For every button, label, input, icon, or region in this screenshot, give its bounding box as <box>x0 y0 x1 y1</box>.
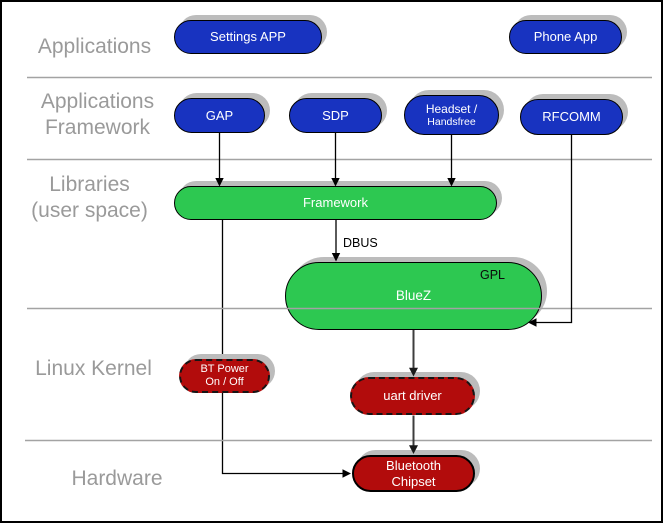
node-label: BlueZ <box>395 287 432 303</box>
edge-framework-to-chipset <box>221 220 343 475</box>
node-label: Bluetooth <box>386 457 441 473</box>
node-label: GAP <box>205 107 234 123</box>
row-label-text: Libraries <box>49 173 130 196</box>
node-bluez: BlueZ GPL <box>285 262 542 330</box>
node-label: uart driver <box>383 388 442 404</box>
row-label-linux-kernel: Linux Kernel <box>20 356 167 382</box>
node-label: Phone App <box>533 29 598 45</box>
row-label-hardware: Hardware <box>42 466 192 492</box>
node-label: BT Power <box>200 362 249 375</box>
row-label-text: Framework <box>44 116 150 139</box>
node-label: Handsfree <box>427 115 476 128</box>
row-label-text: (user space) <box>31 199 148 222</box>
row-label-text: Applications <box>37 35 152 58</box>
node-label: RFCOMM <box>542 109 601 125</box>
row-label-libraries: Libraries (user space) <box>12 172 167 224</box>
node-settings-app: Settings APP <box>174 20 322 54</box>
node-label: Chipset <box>391 473 436 489</box>
gpl-badge: GPL <box>479 268 505 282</box>
node-phone-app: Phone App <box>509 20 622 54</box>
node-sdp: SDP <box>289 98 382 133</box>
node-rfcomm: RFCOMM <box>520 99 623 135</box>
node-label: On / Off <box>205 376 244 388</box>
arrowhead-into-chipset <box>342 469 351 478</box>
node-bluetooth-chipset: Bluetooth Chipset <box>352 455 475 492</box>
node-uart-driver: uart driver <box>350 377 475 415</box>
row-label-applications-framework: Applications Framework <box>20 89 175 141</box>
row-label-text: Linux Kernel <box>35 357 152 380</box>
node-headset-handsfree: Headset / Handsfree <box>404 95 499 135</box>
node-label: SDP <box>322 107 349 123</box>
node-bt-power: BT Power On / Off <box>179 359 270 393</box>
node-label: Settings APP <box>210 29 286 45</box>
node-gap: GAP <box>174 98 265 133</box>
row-label-text: Hardware <box>71 467 163 490</box>
row-label-applications: Applications <box>22 34 167 60</box>
row-label-text: Applications <box>40 90 155 113</box>
node-label: Framework <box>302 195 368 211</box>
node-label: Headset / <box>425 101 478 116</box>
node-framework: Framework <box>174 186 497 220</box>
